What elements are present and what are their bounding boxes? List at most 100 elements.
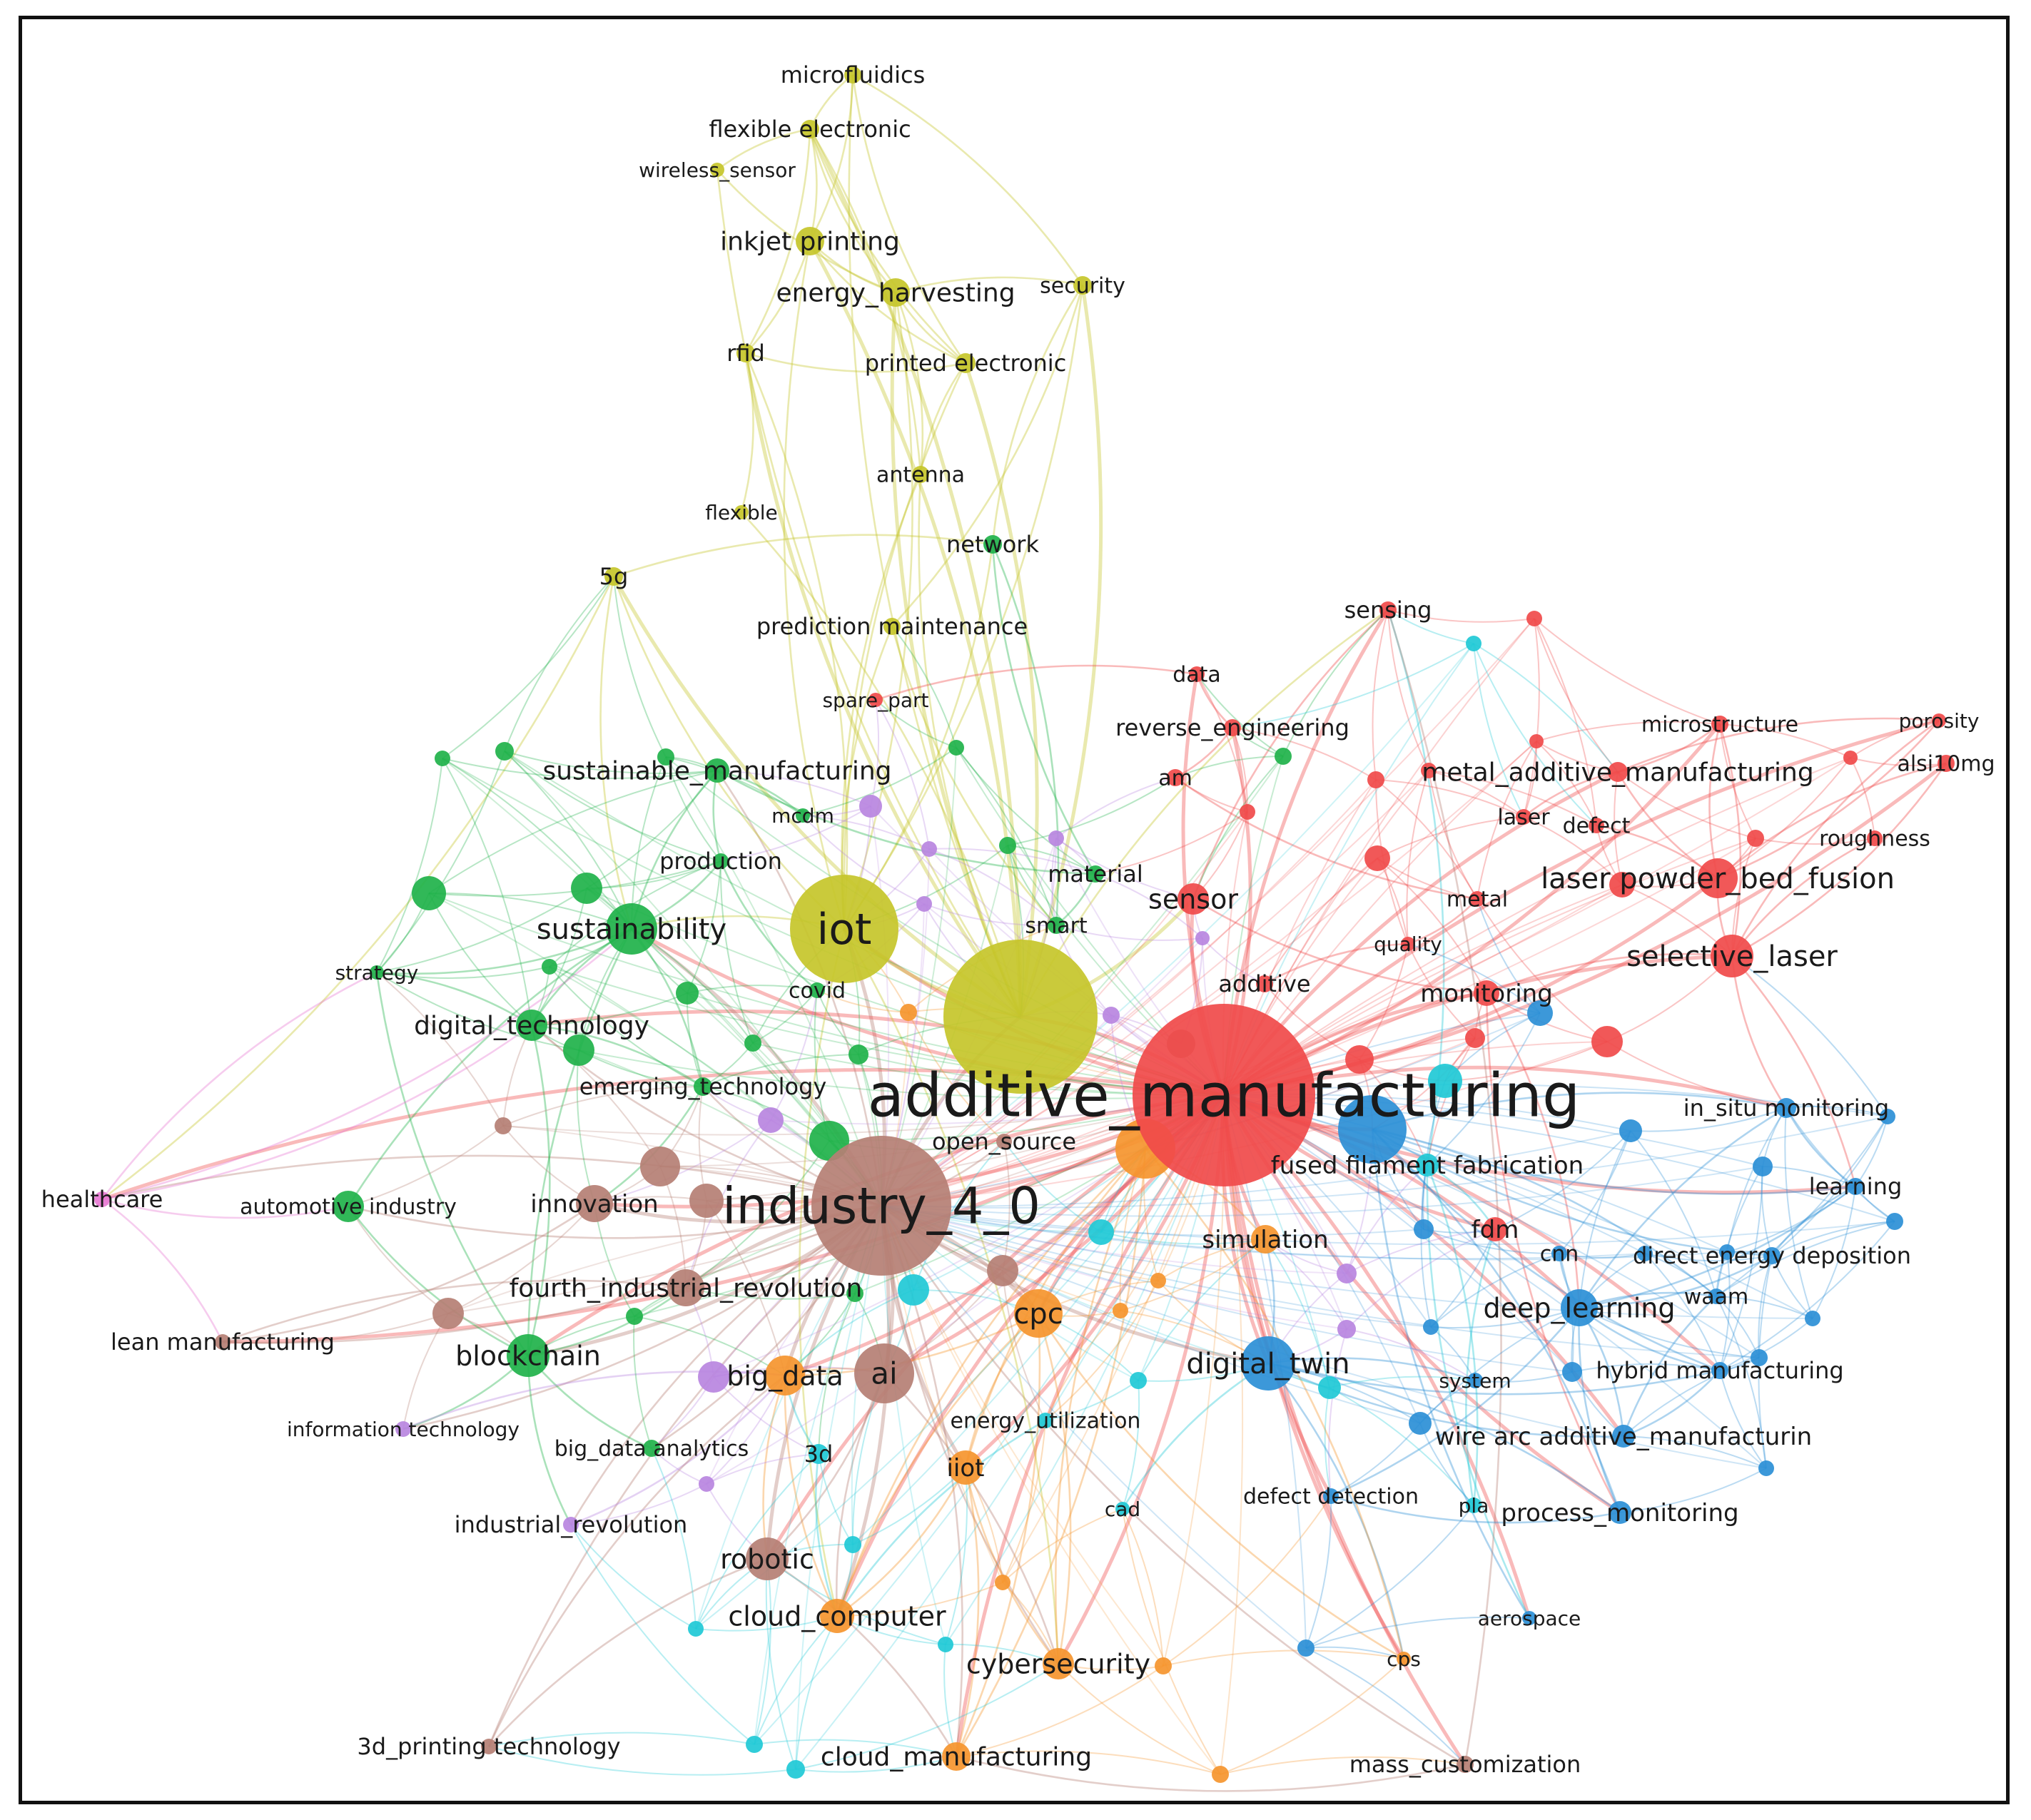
node-laser[interactable]	[1516, 809, 1531, 825]
node-lean-manufacturing[interactable]	[215, 1334, 231, 1350]
node-laser-powder-bed-fusion[interactable]	[1698, 858, 1738, 898]
node-production[interactable]	[713, 853, 729, 869]
node-yellow-hub[interactable]	[943, 940, 1098, 1094]
node-dot[interactable]	[1753, 1156, 1773, 1176]
node-hybrid-manufacturing[interactable]	[1711, 1362, 1728, 1379]
node-dot[interactable]	[1240, 804, 1255, 820]
node-system[interactable]	[1467, 1373, 1483, 1388]
node-dot[interactable]	[1747, 830, 1764, 847]
node-innovation[interactable]	[576, 1185, 613, 1222]
node-dot[interactable]	[1719, 1244, 1735, 1260]
node-dot[interactable]	[699, 1476, 714, 1492]
node-dot[interactable]	[786, 1760, 805, 1779]
node-dot[interactable]	[921, 841, 937, 857]
node-iot[interactable]	[790, 875, 898, 983]
node-dot[interactable]	[698, 1361, 729, 1393]
node-sustainability[interactable]	[606, 903, 657, 955]
node-digital-technology[interactable]	[516, 1010, 547, 1041]
node-dot[interactable]	[758, 1107, 784, 1133]
node-dot[interactable]	[495, 742, 514, 761]
node-dot[interactable]	[412, 876, 446, 910]
node-dot[interactable]	[1337, 1264, 1357, 1283]
node-big-data[interactable]	[765, 1356, 805, 1395]
node-dot[interactable]	[432, 1298, 464, 1329]
node-dot[interactable]	[1562, 1362, 1582, 1382]
node-simulation[interactable]	[1251, 1225, 1280, 1254]
node-dot[interactable]	[844, 1536, 861, 1553]
node-alsi10mg[interactable]	[1938, 755, 1955, 772]
node-energy-harvesting[interactable]	[881, 278, 910, 307]
node-dot[interactable]	[1088, 1219, 1114, 1245]
node-cyan-mid[interactable]	[1428, 1064, 1462, 1098]
node-dot[interactable]	[1466, 636, 1482, 651]
node-emerging-technology[interactable]	[694, 1077, 712, 1096]
node-defect-detection[interactable]	[1323, 1488, 1339, 1504]
node-dot[interactable]	[1150, 1273, 1166, 1288]
node-pla[interactable]	[1466, 1498, 1482, 1513]
node-in-situ-monitoring[interactable]	[1776, 1098, 1796, 1118]
node-dot[interactable]	[1423, 1319, 1439, 1335]
node-dot[interactable]	[676, 982, 699, 1005]
node-dot[interactable]	[563, 1034, 594, 1066]
node-dot[interactable]	[688, 1621, 704, 1637]
node-security[interactable]	[1073, 276, 1092, 295]
node-dot[interactable]	[495, 1117, 512, 1134]
node-dot[interactable]	[1155, 1657, 1172, 1674]
node-dot[interactable]	[1751, 1349, 1768, 1366]
node-defect[interactable]	[1589, 818, 1604, 833]
node-dot[interactable]	[1421, 763, 1437, 778]
node-big-data-analytics[interactable]	[643, 1440, 660, 1457]
node-dot[interactable]	[1345, 1045, 1374, 1074]
node-spare-part[interactable]	[868, 693, 883, 707]
node-am[interactable]	[1167, 769, 1184, 786]
node-dot[interactable]	[916, 896, 932, 912]
node-mcdm[interactable]	[796, 808, 810, 823]
node-porosity[interactable]	[1932, 713, 1946, 728]
node-dot[interactable]	[435, 751, 450, 766]
node-dot[interactable]	[1843, 751, 1858, 765]
node-automotive-industry[interactable]	[333, 1191, 364, 1222]
node-deep-learning[interactable]	[1561, 1289, 1598, 1326]
node-data[interactable]	[1189, 666, 1205, 682]
node-metal[interactable]	[1469, 891, 1485, 907]
node-fdm[interactable]	[1483, 1217, 1507, 1241]
node-dot[interactable]	[1318, 1376, 1341, 1399]
node-dot[interactable]	[999, 837, 1016, 854]
node-antenna[interactable]	[912, 466, 929, 483]
node-open-source[interactable]	[996, 1134, 1012, 1149]
node-dot[interactable]	[1805, 1311, 1820, 1326]
node-strategy[interactable]	[370, 965, 384, 980]
node-inkjet-printing[interactable]	[796, 227, 824, 255]
node-metal-additive-manufacturing[interactable]	[1608, 762, 1628, 782]
node-printed-electronic[interactable]	[956, 353, 976, 373]
node-dot[interactable]	[744, 1034, 761, 1052]
node-dot[interactable]	[1886, 1213, 1903, 1230]
node-dot[interactable]	[1526, 611, 1542, 626]
node-wireless-sensor[interactable]	[710, 163, 724, 177]
node-wire-arc-additive-manufacturin[interactable]	[1612, 1425, 1635, 1448]
node-three-d[interactable]	[809, 1444, 829, 1464]
node-smart[interactable]	[1048, 917, 1065, 934]
node-sustainable-manufacturing[interactable]	[705, 758, 729, 783]
node-fused-filament-fabrication[interactable]	[1416, 1154, 1439, 1176]
node-dot[interactable]	[1609, 872, 1635, 898]
node-healthcare[interactable]	[94, 1191, 110, 1207]
node-process-monitoring[interactable]	[1609, 1501, 1631, 1524]
node-dot[interactable]	[657, 748, 674, 766]
node-dot[interactable]	[1758, 1460, 1774, 1476]
node-dot[interactable]	[1409, 1412, 1432, 1435]
node-sensing[interactable]	[1379, 601, 1397, 619]
node-dot[interactable]	[1591, 1026, 1623, 1057]
node-digital-twin[interactable]	[1241, 1336, 1295, 1391]
node-network[interactable]	[983, 535, 1002, 554]
node-material[interactable]	[1087, 865, 1104, 883]
node-dot[interactable]	[1212, 1766, 1229, 1783]
node-five-g[interactable]	[604, 567, 623, 586]
node-robotic[interactable]	[746, 1537, 789, 1580]
node-rfid[interactable]	[736, 344, 755, 362]
node-monitoring[interactable]	[1474, 980, 1499, 1006]
node-dot[interactable]	[1367, 771, 1384, 788]
node-additive[interactable]	[1256, 975, 1273, 992]
node-dot[interactable]	[542, 959, 557, 975]
node-prediction-maintenance[interactable]	[883, 618, 901, 635]
